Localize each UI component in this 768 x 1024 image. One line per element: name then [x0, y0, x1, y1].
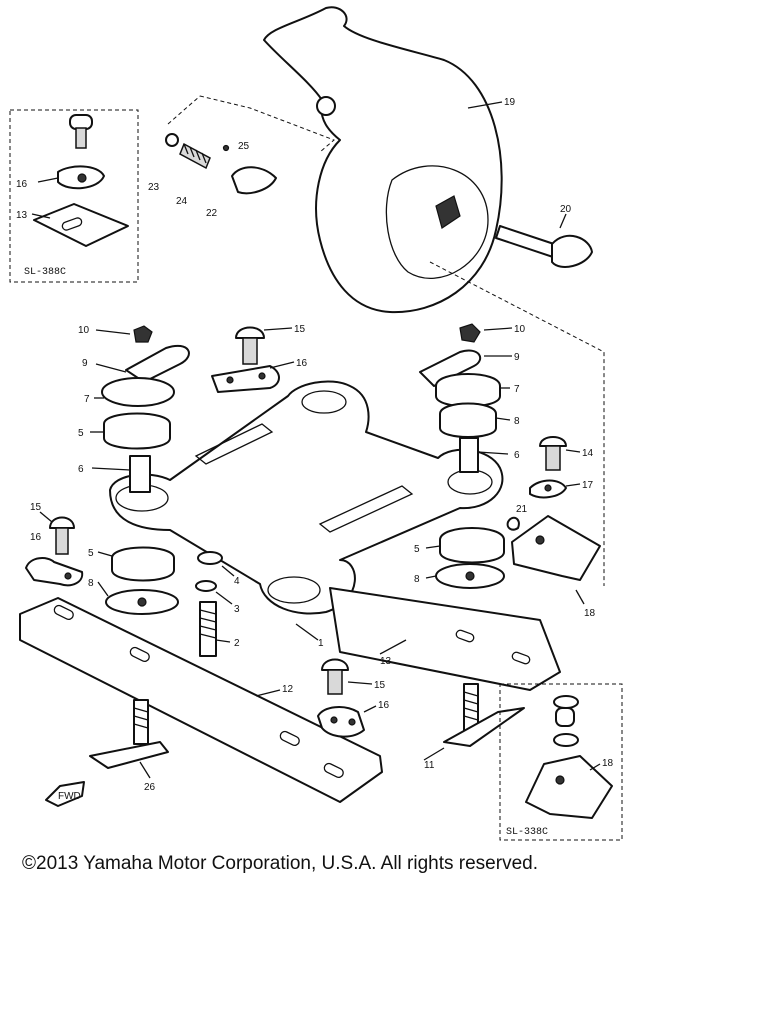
callout-7: 7 — [514, 384, 520, 395]
copyright-notice: ©2013 Yamaha Motor Corporation, U.S.A. A… — [22, 853, 538, 874]
bolt-15-upper: 15 16 — [211, 324, 308, 393]
right-side-parts: 14 17 21 18 — [506, 436, 601, 619]
callout-4: 4 — [234, 576, 240, 587]
callout-26: 26 — [144, 782, 156, 793]
knob-assembly: 25 23 24 22 — [148, 133, 277, 219]
center-fasteners: 4 3 2 — [195, 551, 240, 657]
rail-12: 12 — [19, 597, 383, 803]
callout-11: 11 — [424, 760, 435, 771]
callout-15: 15 — [374, 680, 386, 691]
right-lower-dampers: 5 8 — [414, 527, 505, 589]
callout-24: 24 — [176, 196, 188, 207]
callout-3: 3 — [234, 604, 240, 615]
callout-5: 5 — [78, 428, 84, 439]
callout-6: 6 — [514, 450, 520, 461]
callout-10: 10 — [78, 325, 90, 336]
callout-25: 25 — [238, 141, 250, 152]
inset-label-sl-338c: SL-338C — [506, 827, 548, 838]
callout-9: 9 — [514, 352, 520, 363]
callout-20: 20 — [560, 204, 572, 215]
callout-18: 18 — [602, 758, 614, 769]
callout-1: 1 — [318, 638, 324, 649]
callout-8: 8 — [414, 574, 420, 585]
callout-21: 21 — [516, 504, 528, 515]
callout-16: 16 — [296, 358, 308, 369]
callout-9: 9 — [82, 358, 88, 369]
callout-6: 6 — [78, 464, 84, 475]
bottom-fasteners: 15 16 11 26 FWD — [45, 658, 525, 807]
callout-5: 5 — [414, 544, 420, 555]
callout-17: 17 — [582, 480, 594, 491]
exploded-parts-diagram: 16 13 SL-388C 25 23 24 22 19 20 — [9, 6, 623, 841]
inset-label-sl-388c: SL-388C — [24, 267, 66, 278]
callout-8: 8 — [88, 578, 94, 589]
inset-top-left: 16 13 SL-388C — [9, 109, 139, 283]
engine-mount-plate: 1 — [109, 380, 504, 649]
callout-14: 14 — [582, 448, 594, 459]
fan-shroud: 19 — [263, 6, 516, 314]
left-mount-stack: 10 9 7 5 6 — [78, 325, 190, 493]
fwd-arrow-label: FWD — [58, 791, 81, 802]
callout-5: 5 — [88, 548, 94, 559]
callout-16: 16 — [16, 179, 28, 190]
callout-15: 15 — [30, 502, 42, 513]
callout-13: 13 — [16, 210, 28, 221]
right-mount-stack: 10 9 7 8 6 — [419, 323, 526, 473]
callout-23: 23 — [148, 182, 160, 193]
callout-18: 18 — [584, 608, 596, 619]
rail-13: 13 — [329, 587, 561, 691]
callout-16: 16 — [30, 532, 42, 543]
callout-8: 8 — [514, 416, 520, 427]
callout-7: 7 — [84, 394, 90, 405]
pin-20: 20 — [495, 204, 593, 268]
inset-bottom-right: 18 SL-338C — [499, 683, 623, 841]
callout-13: 13 — [380, 656, 392, 667]
callout-10: 10 — [514, 324, 526, 335]
callout-16: 16 — [378, 700, 390, 711]
callout-2: 2 — [234, 638, 240, 649]
lower-left-parts: 15 16 5 8 — [25, 502, 179, 615]
callout-19: 19 — [504, 97, 516, 108]
callout-15: 15 — [294, 324, 306, 335]
callout-12: 12 — [282, 684, 294, 695]
callout-22: 22 — [206, 208, 218, 219]
